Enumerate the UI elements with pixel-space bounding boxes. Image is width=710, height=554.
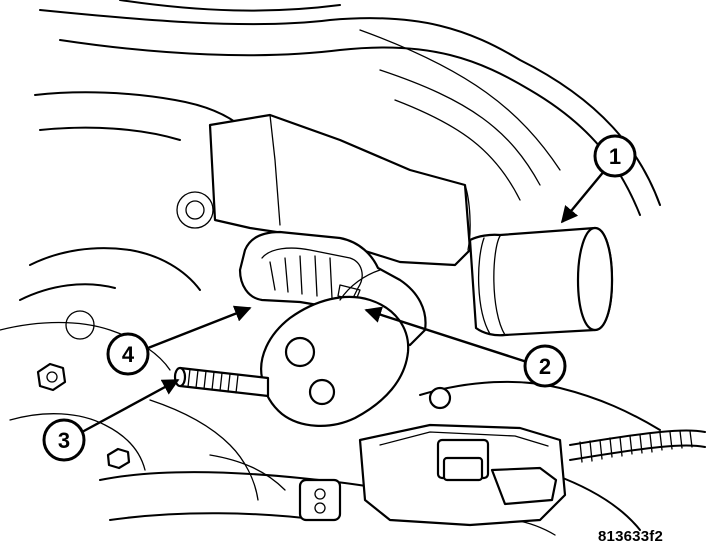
figure-id-label: 813633f2 bbox=[598, 528, 663, 545]
outlet-nipple bbox=[468, 226, 614, 337]
callout-2-label: 2 bbox=[539, 354, 551, 379]
stud bbox=[173, 366, 270, 398]
callout-4: 4 bbox=[106, 332, 150, 376]
callout-4-label: 4 bbox=[122, 342, 135, 367]
leader-4 bbox=[147, 305, 252, 350]
callout-3-label: 3 bbox=[58, 428, 70, 453]
wiring-harness bbox=[569, 429, 706, 463]
leader-1 bbox=[560, 169, 606, 224]
hex-bolts bbox=[36, 191, 452, 470]
callout-2: 2 bbox=[523, 344, 567, 388]
callout-1-label: 1 bbox=[609, 144, 621, 169]
leader-3 bbox=[81, 378, 180, 434]
callout-3: 3 bbox=[42, 418, 86, 462]
leader-2 bbox=[364, 306, 528, 364]
callout-1: 1 bbox=[593, 134, 637, 178]
gasket bbox=[260, 269, 410, 427]
sensor-connector bbox=[298, 423, 567, 527]
leader-lines bbox=[81, 169, 606, 434]
intake-cover bbox=[208, 113, 472, 267]
